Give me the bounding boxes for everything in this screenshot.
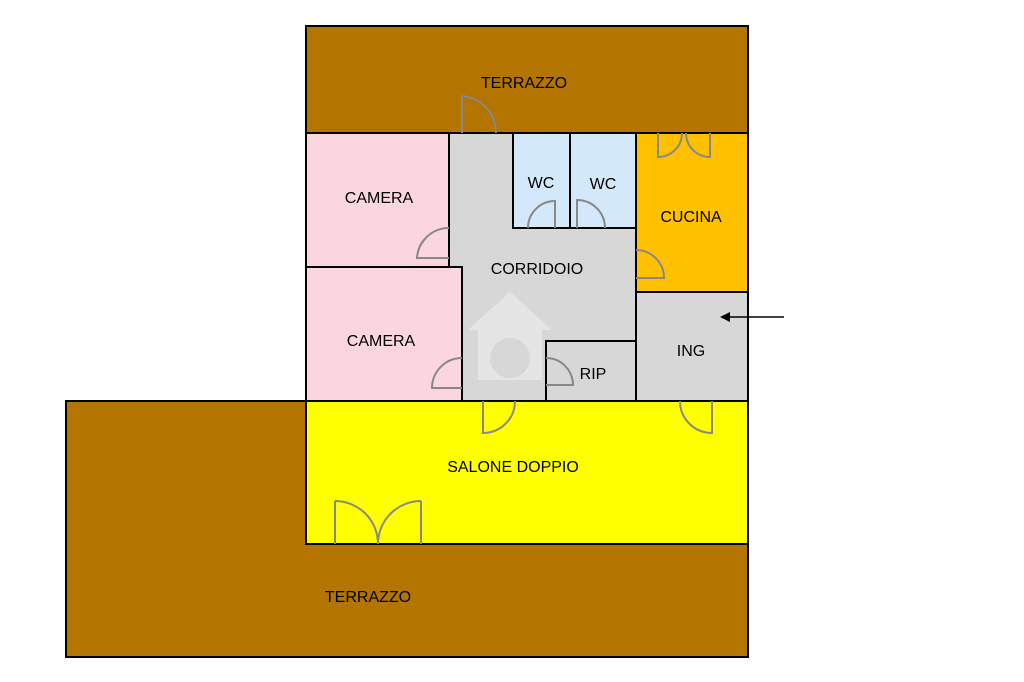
entrance-arrow-icon [720,312,784,322]
label-wc-2: WC [590,176,617,193]
wc-1-area [512,132,571,229]
label-entrance: ING [677,343,705,360]
label-terrace-bottom: TERRAZZO [325,589,411,606]
label-kitchen: CUCINA [660,209,722,226]
label-bedroom-1: CAMERA [345,190,414,207]
terrace-top-area [305,25,749,134]
label-terrace-top: TERRAZZO [481,75,567,92]
kitchen-area [635,132,749,293]
label-living: SALONE DOPPIO [447,459,579,476]
watermark-logo-icon [468,292,552,380]
label-wc-1: WC [528,175,555,192]
living-area [305,400,749,545]
label-bedroom-2: CAMERA [347,333,416,350]
label-corridor: CORRIDOIO [491,261,583,278]
bedroom-2-area [305,266,463,402]
door-swings [334,95,713,545]
label-storage: RIP [580,366,607,383]
bedroom-1-area [305,132,450,268]
